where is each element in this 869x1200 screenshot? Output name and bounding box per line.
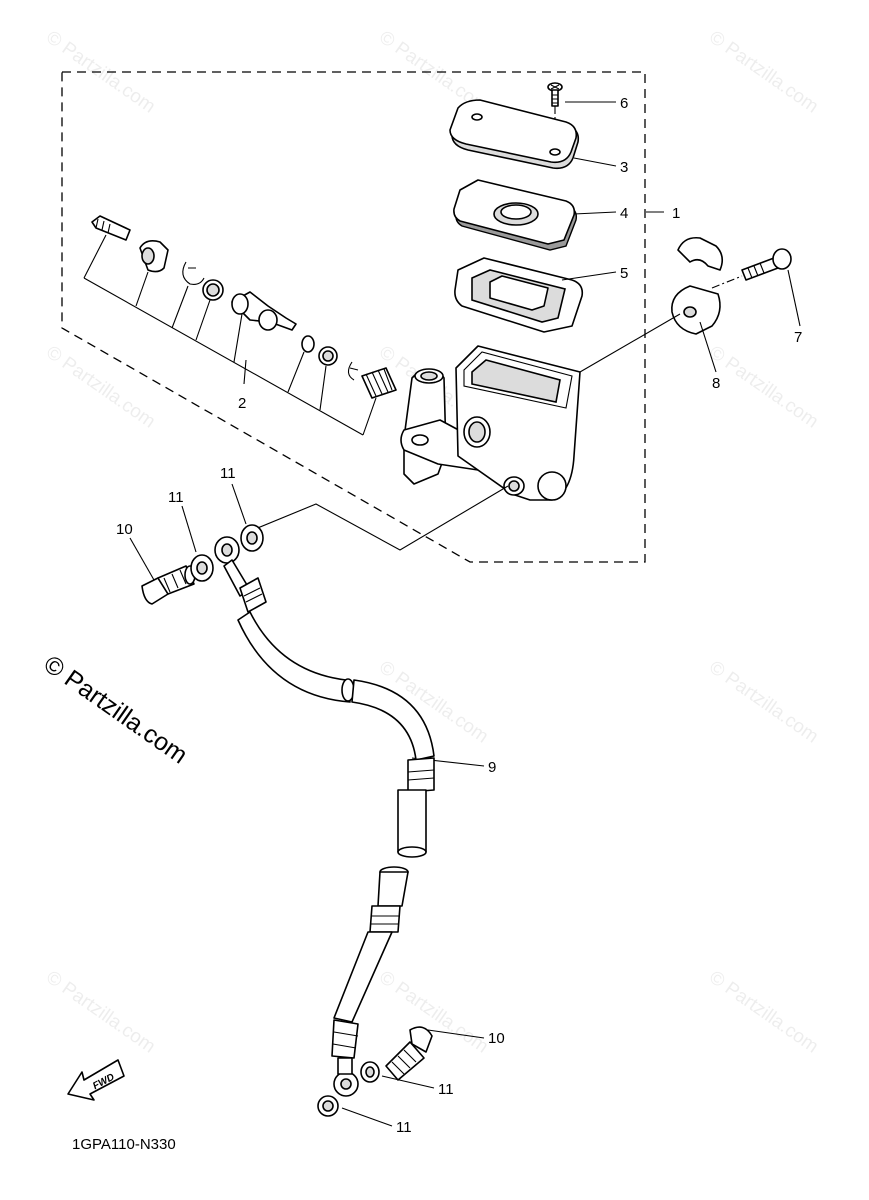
watermark: © Partzilla.com [705, 657, 822, 748]
callout-5: 5 [620, 265, 628, 282]
callout-11-top-right: 11 [220, 465, 236, 482]
washer-part-11-b[interactable] [240, 524, 264, 552]
washer-part-11-c[interactable] [360, 1061, 380, 1083]
callout-9: 9 [488, 759, 496, 776]
washer-part-11-a[interactable] [190, 554, 214, 582]
callout-3: 3 [620, 159, 628, 176]
piston-kit-part-2[interactable] [91, 215, 397, 399]
union-bolt-part-10-top[interactable] [141, 565, 196, 605]
watermark: © Partzilla.com [705, 342, 822, 433]
assembly-boundary [61, 71, 646, 563]
kit-leaders [83, 234, 377, 436]
callout-8: 8 [712, 375, 720, 392]
callout-10-bottom: 10 [488, 1030, 505, 1047]
callout-10-top: 10 [116, 521, 133, 538]
callout-6: 6 [620, 95, 628, 112]
screw-part-6[interactable] [547, 82, 563, 107]
watermark: © Partzilla.com [705, 967, 822, 1058]
bolt-part-7[interactable] [711, 248, 792, 289]
washer-part-11-d[interactable] [317, 1095, 339, 1117]
callouts: 6 3 4 1 5 7 8 2 11 11 10 9 10 11 11 [116, 95, 802, 1136]
callout-4: 4 [620, 205, 628, 222]
fwd-arrow-icon: FWD [67, 1059, 125, 1101]
clamp-part-8[interactable] [671, 236, 724, 335]
callout-1: 1 [672, 205, 680, 222]
callout-11-bottom-lower: 11 [396, 1119, 412, 1136]
watermarks: © Partzilla.com © Partzilla.com © Partzi… [39, 27, 822, 1058]
watermark: © Partzilla.com [705, 27, 822, 118]
watermark-main: © Partzilla.com [39, 650, 193, 770]
callout-11-top-left: 11 [168, 489, 184, 506]
watermark: © Partzilla.com [42, 967, 159, 1058]
union-bolt-part-10-bottom[interactable] [385, 1026, 433, 1081]
master-cylinder-part-1[interactable] [400, 345, 581, 501]
watermark: © Partzilla.com [42, 342, 159, 433]
callout-11-bottom-upper: 11 [438, 1081, 454, 1098]
callout-leaders [129, 101, 801, 1127]
diaphragm-plate-part-4[interactable] [453, 179, 578, 251]
callout-2: 2 [238, 395, 246, 412]
cap-part-3[interactable] [449, 99, 580, 170]
watermark: © Partzilla.com [375, 967, 492, 1058]
brake-hose-part-9[interactable] [214, 536, 435, 1097]
callout-7: 7 [794, 329, 802, 346]
diaphragm-part-5[interactable] [454, 257, 584, 333]
diagram-code: 1GPA110-N330 [72, 1136, 176, 1153]
